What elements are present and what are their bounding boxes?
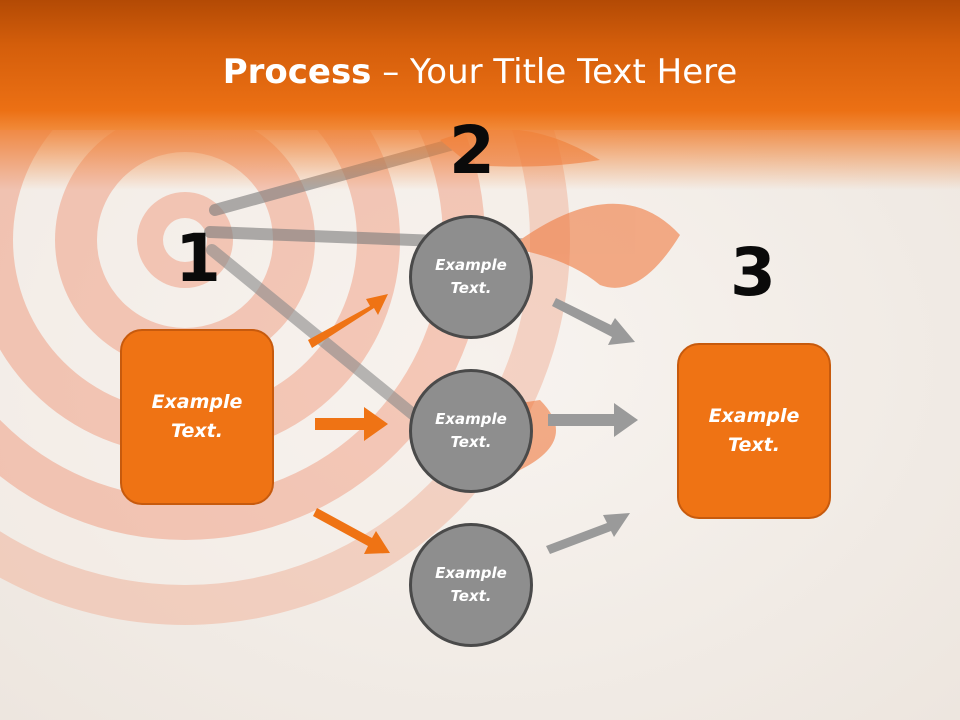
step-3-text: Example Text. — [708, 405, 800, 456]
header-fade — [0, 130, 960, 190]
orange-arrow-right — [315, 407, 388, 441]
circle-3-text: Example Text. — [435, 564, 507, 605]
process-circle-2: Example Text. — [409, 369, 533, 493]
gray-arrow-right — [548, 403, 638, 437]
title-rest: – Your Title Text Here — [371, 52, 738, 92]
title-bold: Process — [222, 52, 372, 92]
circle-1-text: Example Text. — [435, 256, 507, 297]
gray-arrow-up — [546, 513, 630, 554]
step-number-1: 1 — [175, 220, 221, 297]
step-3-box: Example Text. — [677, 343, 831, 519]
step-1-box: Example Text. — [120, 329, 274, 505]
step-number-3: 3 — [730, 234, 776, 311]
gray-arrows — [546, 298, 638, 554]
header-bar — [0, 0, 960, 130]
step-number-2: 2 — [449, 112, 495, 189]
process-circle-1: Example Text. — [409, 215, 533, 339]
orange-arrow-up — [308, 294, 388, 348]
process-circle-3: Example Text. — [409, 523, 533, 647]
step-1-text: Example Text. — [151, 391, 243, 442]
orange-arrows — [308, 294, 390, 554]
gray-arrow-down — [552, 298, 635, 345]
slide-title: Process – Your Title Text Here — [0, 52, 960, 92]
circle-2-text: Example Text. — [435, 410, 507, 451]
orange-arrow-down — [313, 508, 390, 554]
